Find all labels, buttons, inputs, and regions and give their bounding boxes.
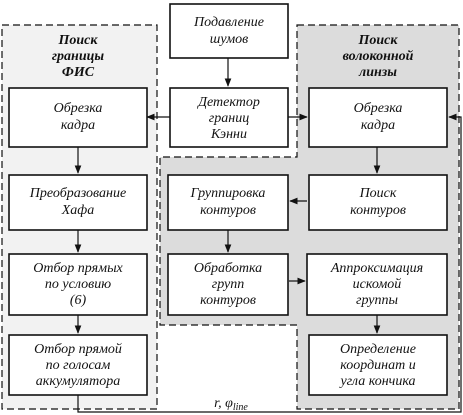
node-text-line: Подавление <box>193 15 264 30</box>
node-text-line: кадра <box>61 118 95 133</box>
group-fis-title-line: Поиск <box>58 33 99 48</box>
node-approximation: Аппроксимация искомой группы <box>306 253 448 316</box>
node-text-line: (6) <box>70 293 87 308</box>
node-text-line: контуров <box>350 203 406 218</box>
node-group-contours: Группировка контуров <box>167 174 289 231</box>
group-lens-title-line: линзы <box>358 65 397 80</box>
group-fis-title-line: ФИС <box>62 65 95 80</box>
node-text-line: кадра <box>361 118 395 133</box>
node-text-line: групп <box>212 277 245 292</box>
group-lens-title-line: волоконной <box>343 49 414 64</box>
node-define-coordinates: Определение координат и угла кончика <box>308 334 448 396</box>
node-text-line: по условию <box>45 277 111 292</box>
node-text-line: Обрезка <box>354 101 403 116</box>
node-text-line: Детектор <box>196 95 260 110</box>
node-text-line: контуров <box>200 203 256 218</box>
group-fis-boundary-title: Поиск границы ФИС <box>52 33 105 80</box>
node-text-line: Поиск <box>359 186 397 201</box>
node-text-line: Кэнни <box>210 127 247 142</box>
group-fis-title-line: границы <box>52 49 105 64</box>
node-crop-frame-right: Обрезка кадра <box>308 87 448 148</box>
edge-select-line-to-crop-right-feedback <box>77 113 462 413</box>
node-text-line: искомой <box>353 277 402 292</box>
node-text-line: контуров <box>200 293 256 308</box>
node-text-line: Аппроксимация <box>330 261 423 276</box>
node-hough-transform: Преобразование Хафа <box>8 174 148 231</box>
node-text-line: аккумулятора <box>36 374 120 389</box>
node-text-line: Обрезка <box>54 101 103 116</box>
node-text-line: по голосам <box>46 358 111 373</box>
node-process-groups: Обработка групп контуров <box>167 253 289 316</box>
group-fiber-lens-title: Поиск волоконной линзы <box>343 33 414 80</box>
node-text-line: Отбор прямой <box>34 342 122 357</box>
node-crop-frame-left: Обрезка кадра <box>8 87 148 148</box>
node-text-line: Группировка <box>190 186 266 201</box>
node-text-line: Хафа <box>61 203 95 218</box>
node-text-line: Преобразование <box>29 186 126 201</box>
output-label-main: r, φ <box>214 396 233 411</box>
node-select-lines-condition: Отбор прямых по условию (6) <box>8 253 148 316</box>
output-label: r, φline <box>214 396 248 413</box>
node-text-line: Определение <box>340 342 416 357</box>
node-text-line: угла кончика <box>338 374 415 389</box>
node-canny-detector: Детектор границ Кэнни <box>169 87 289 148</box>
output-label-subscript: line <box>233 402 249 413</box>
node-text-line: шумов <box>210 32 248 47</box>
group-lens-title-line: Поиск <box>358 33 399 48</box>
node-text-line: Обработка <box>194 261 262 276</box>
node-noise-suppression: Подавление шумов <box>169 3 289 59</box>
node-text-line: Отбор прямых <box>33 261 123 276</box>
node-select-line-accumulator: Отбор прямой по голосам аккумулятора <box>8 334 148 396</box>
edges <box>74 58 462 413</box>
node-text-line: группы <box>356 293 398 308</box>
node-find-contours: Поиск контуров <box>308 174 448 231</box>
node-text-line: координат и <box>340 358 415 373</box>
node-text-line: границ <box>209 111 249 126</box>
